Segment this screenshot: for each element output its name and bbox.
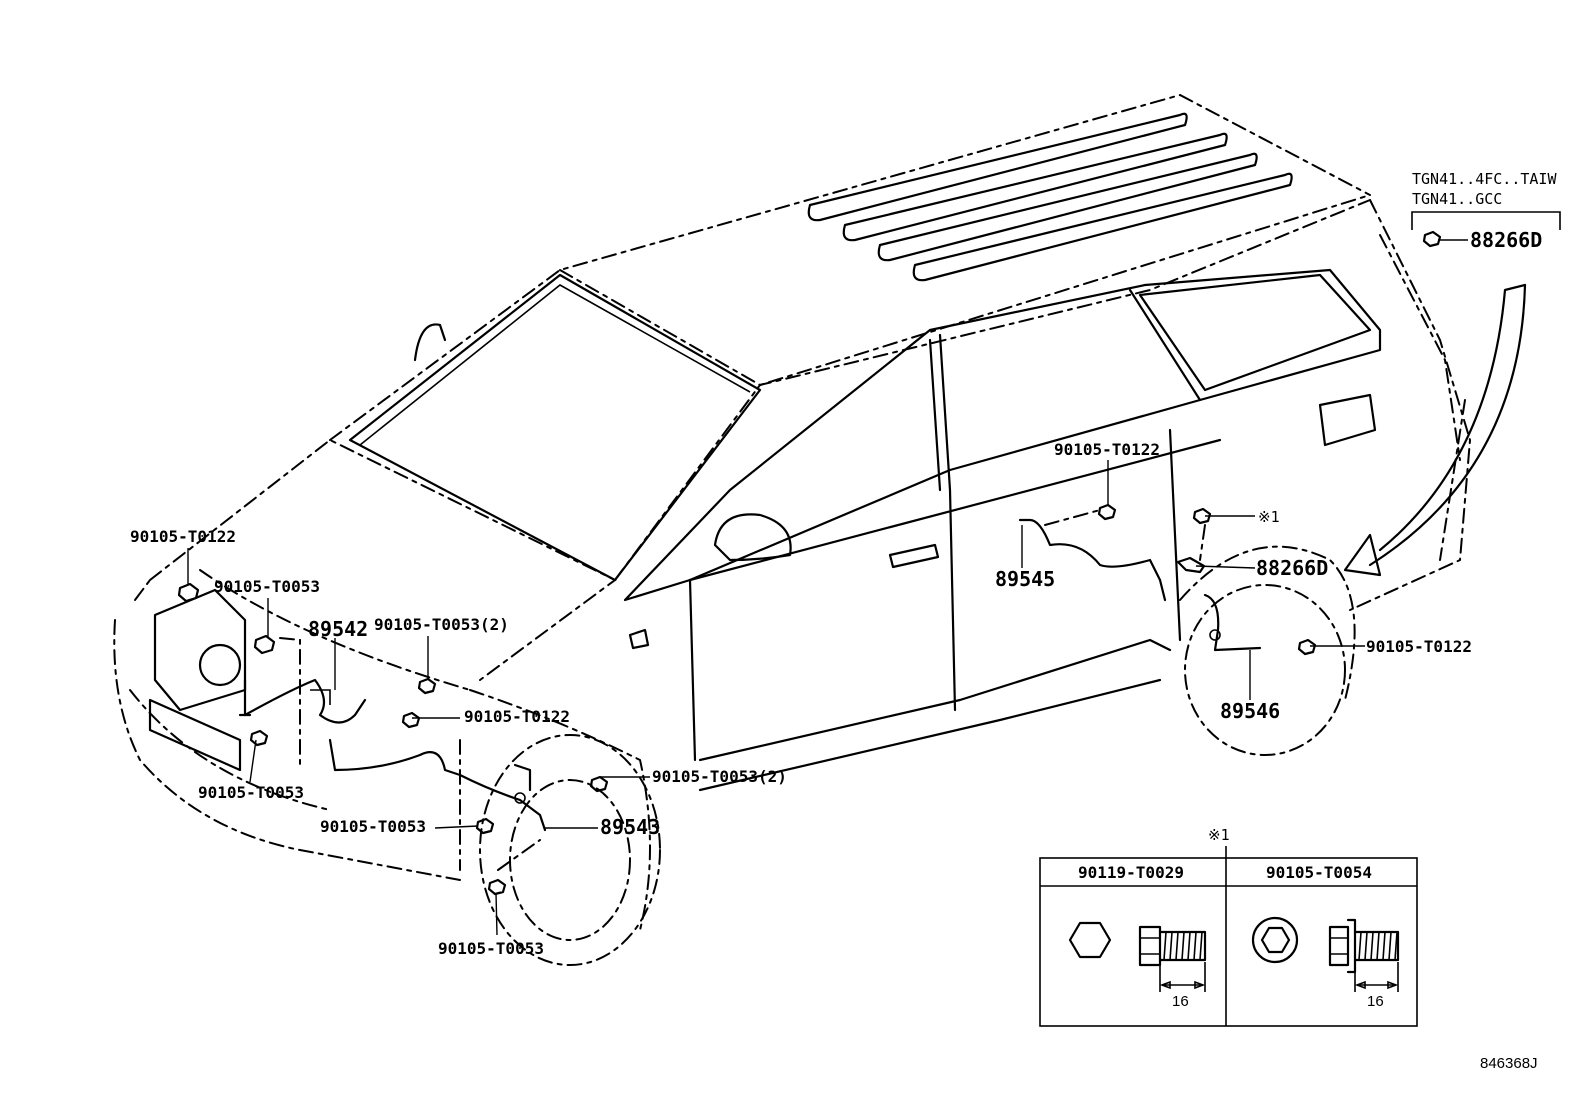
label-front-sensor-right: 89543 — [600, 815, 660, 839]
leader-lines — [187, 239, 1468, 936]
bolt-side-icon — [1138, 925, 1207, 992]
label-fl-lower-bolt: 90105-T0053 — [198, 783, 304, 802]
label-rear-bracket: 88266D — [1256, 556, 1328, 580]
label-rear-sensor-right: 89546 — [1220, 699, 1280, 723]
label-rear-mark: ※1 — [1258, 508, 1280, 526]
hex-head-icon — [1068, 921, 1112, 959]
table-col2-dim: 16 — [1367, 993, 1384, 1010]
bolt-spec-table: ※1 90119-T0029 90105-T0054 16 — [1039, 826, 1418, 1027]
table-mark: ※1 — [1208, 826, 1230, 844]
label-front-sensor-left: 89542 — [308, 617, 368, 641]
table-col1-dim: 16 — [1172, 993, 1189, 1010]
label-fl-small-bolt: 90105-T0053 — [214, 577, 320, 596]
label-fl-top-bolt: 90105-T0122 — [130, 527, 236, 546]
variant-bracket — [1411, 211, 1561, 230]
label-wheel-bolt-2: 90105-T0053(2) — [652, 767, 787, 786]
callout-arrow — [1343, 283, 1527, 577]
table-col1-part: 90119-T0029 — [1078, 863, 1184, 882]
flange-bolt-side-icon — [1328, 918, 1400, 992]
vehicle-outline — [113, 93, 1472, 966]
label-rear-top-bolt: 90105-T0122 — [1054, 440, 1160, 459]
variant-line-2: TGN41..GCC — [1412, 190, 1502, 208]
label-hood-bolt: 90105-T0122 — [464, 707, 570, 726]
rear-sensor-harness — [1018, 518, 1262, 652]
part-labels: 90105-T0122 90105-T0053 89542 90105-T005… — [130, 170, 1557, 958]
variant-line-1: TGN41..4FC..TAIW — [1412, 170, 1557, 188]
diagram-id: 846368J — [1480, 1055, 1538, 1072]
front-left-sensor-harness — [238, 678, 547, 832]
label-bumper-bolt: 90105-T0053 — [320, 817, 426, 836]
label-wheel-lower-bolt: 90105-T0053 — [438, 939, 544, 958]
flange-hex-icon — [1251, 916, 1299, 964]
table-frame — [1039, 857, 1418, 1027]
table-col2-part: 90105-T0054 — [1266, 863, 1372, 882]
label-variant-part: 88266D — [1470, 228, 1542, 252]
label-hood-bolt-2: 90105-T0053(2) — [374, 615, 509, 634]
label-rear-sensor-left: 89545 — [995, 567, 1055, 591]
label-rear-right-bolt: 90105-T0122 — [1366, 637, 1472, 656]
bolt-icons — [177, 230, 1442, 896]
